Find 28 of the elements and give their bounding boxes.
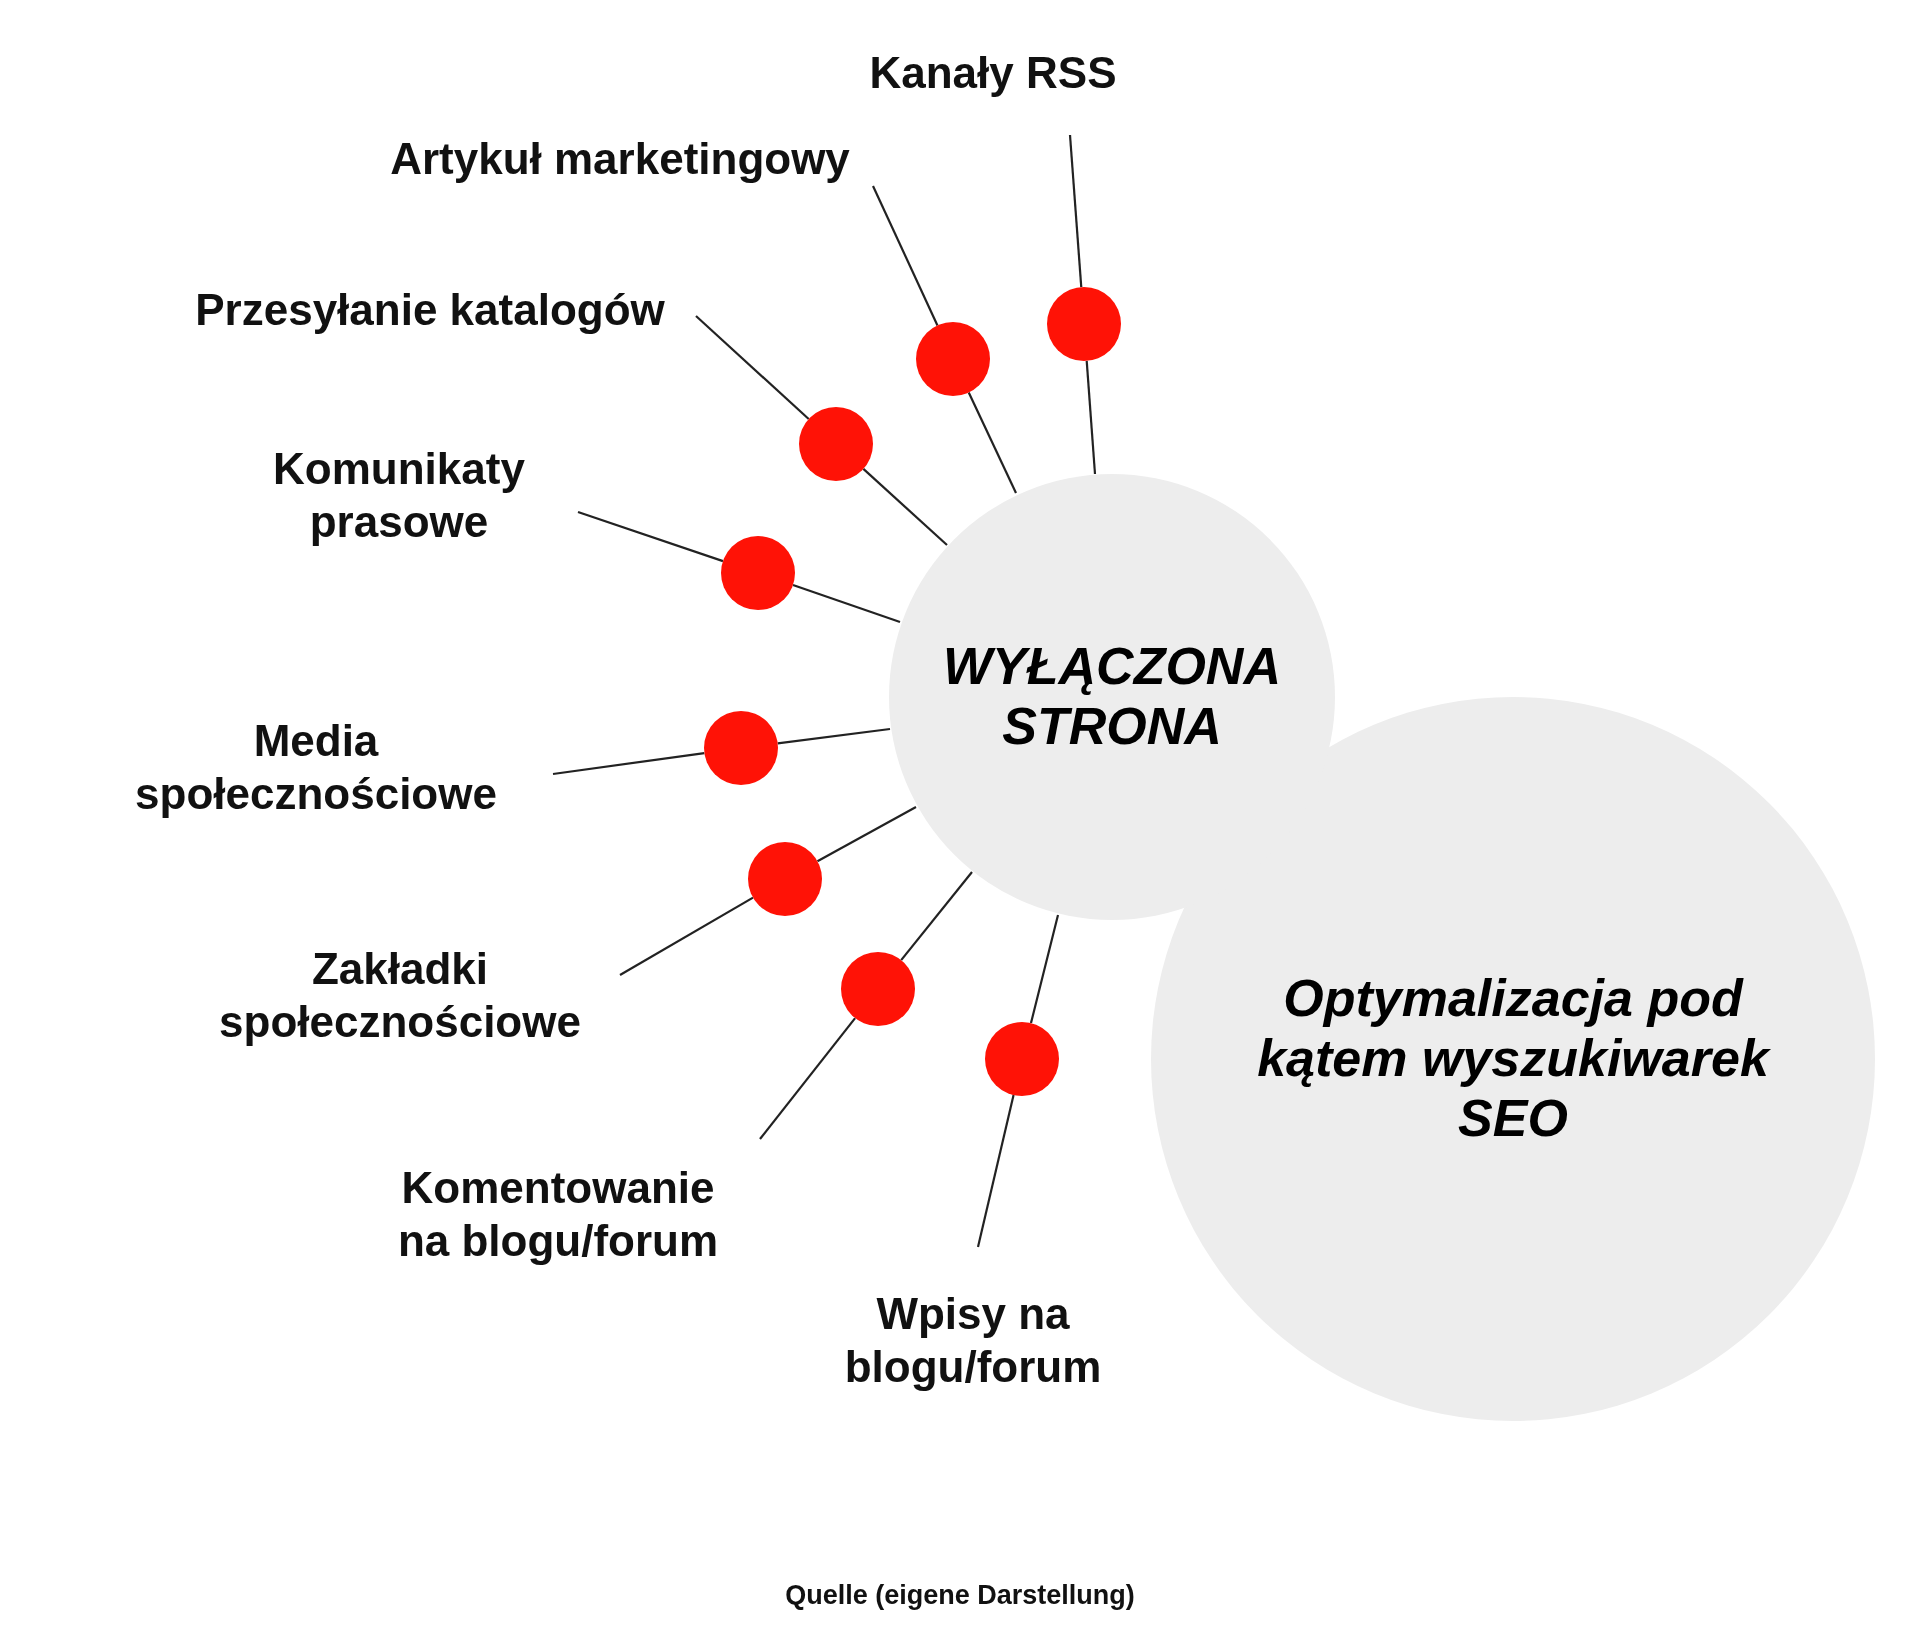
connector-line [1029,914,1060,1024]
connector-line [967,392,1017,494]
source-caption: Quelle (eigene Darstellung) [784,1580,1136,1611]
label-text: Wpisy na blogu/forum [818,1288,1128,1394]
connector-line [695,315,810,420]
label-text: Kanały RSS [833,46,1153,100]
dot-marker [799,407,873,481]
label-text: Komentowanie na blogu/forum [375,1162,741,1268]
connector-line [872,185,939,326]
label-text: Komunikaty prasowe [254,443,544,549]
connector-line [900,871,973,961]
connector-line [552,752,705,776]
connector-line [619,896,754,976]
circle-title: Optymalizacja pod kątem wyszukiwarek SEO [1256,969,1772,1149]
connector-line [862,468,948,546]
connector-line [976,1094,1015,1248]
circle-title: WYŁĄCZONA STRONA [942,637,1282,757]
label-text: Zakładki społecznościowe [180,943,620,1049]
label-text: Media społecznościowe [101,715,531,821]
connector-line [816,806,917,863]
label-text: Artykuł marketingowy [385,132,855,186]
connector-line [577,510,724,563]
connector-line [792,584,901,624]
label-text: Przesyłanie katalogów [185,283,675,337]
connector-line [777,727,891,745]
connector-line [1085,360,1097,475]
connector-line [759,1017,856,1140]
connector-line [1068,134,1083,288]
